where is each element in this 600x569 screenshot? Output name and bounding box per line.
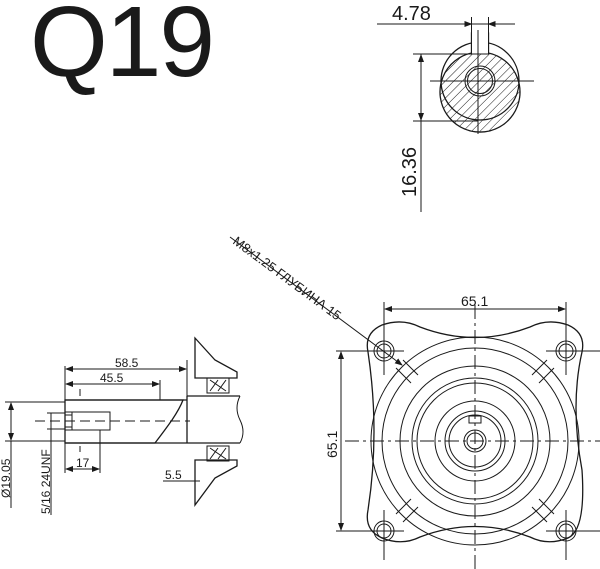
shaft-diameter-label: Ø19.05 bbox=[0, 458, 13, 498]
bolt-spacing-horizontal-label: 65.1 bbox=[461, 293, 488, 309]
thread-spec-label: 5/16 24UNF bbox=[39, 449, 53, 514]
shaft-side-view bbox=[5, 336, 244, 515]
model-title: Q19 bbox=[30, 0, 215, 98]
thread-depth-label: 17 bbox=[76, 456, 90, 470]
length-keyway-label: 45.5 bbox=[100, 371, 124, 385]
bolt-spacing-vertical-label: 65.1 bbox=[324, 431, 340, 458]
flange-front-view bbox=[229, 236, 600, 569]
length-overall-label: 58.5 bbox=[115, 356, 139, 370]
flange-offset-label: 5.5 bbox=[165, 468, 182, 482]
hole-callout-label: M8x1.25 ГЛУБИНА 15 bbox=[230, 233, 344, 323]
key-width-label: 4.78 bbox=[392, 3, 431, 25]
shaft-cross-section bbox=[377, 17, 534, 212]
key-depth-label: 16.36 bbox=[399, 147, 421, 197]
